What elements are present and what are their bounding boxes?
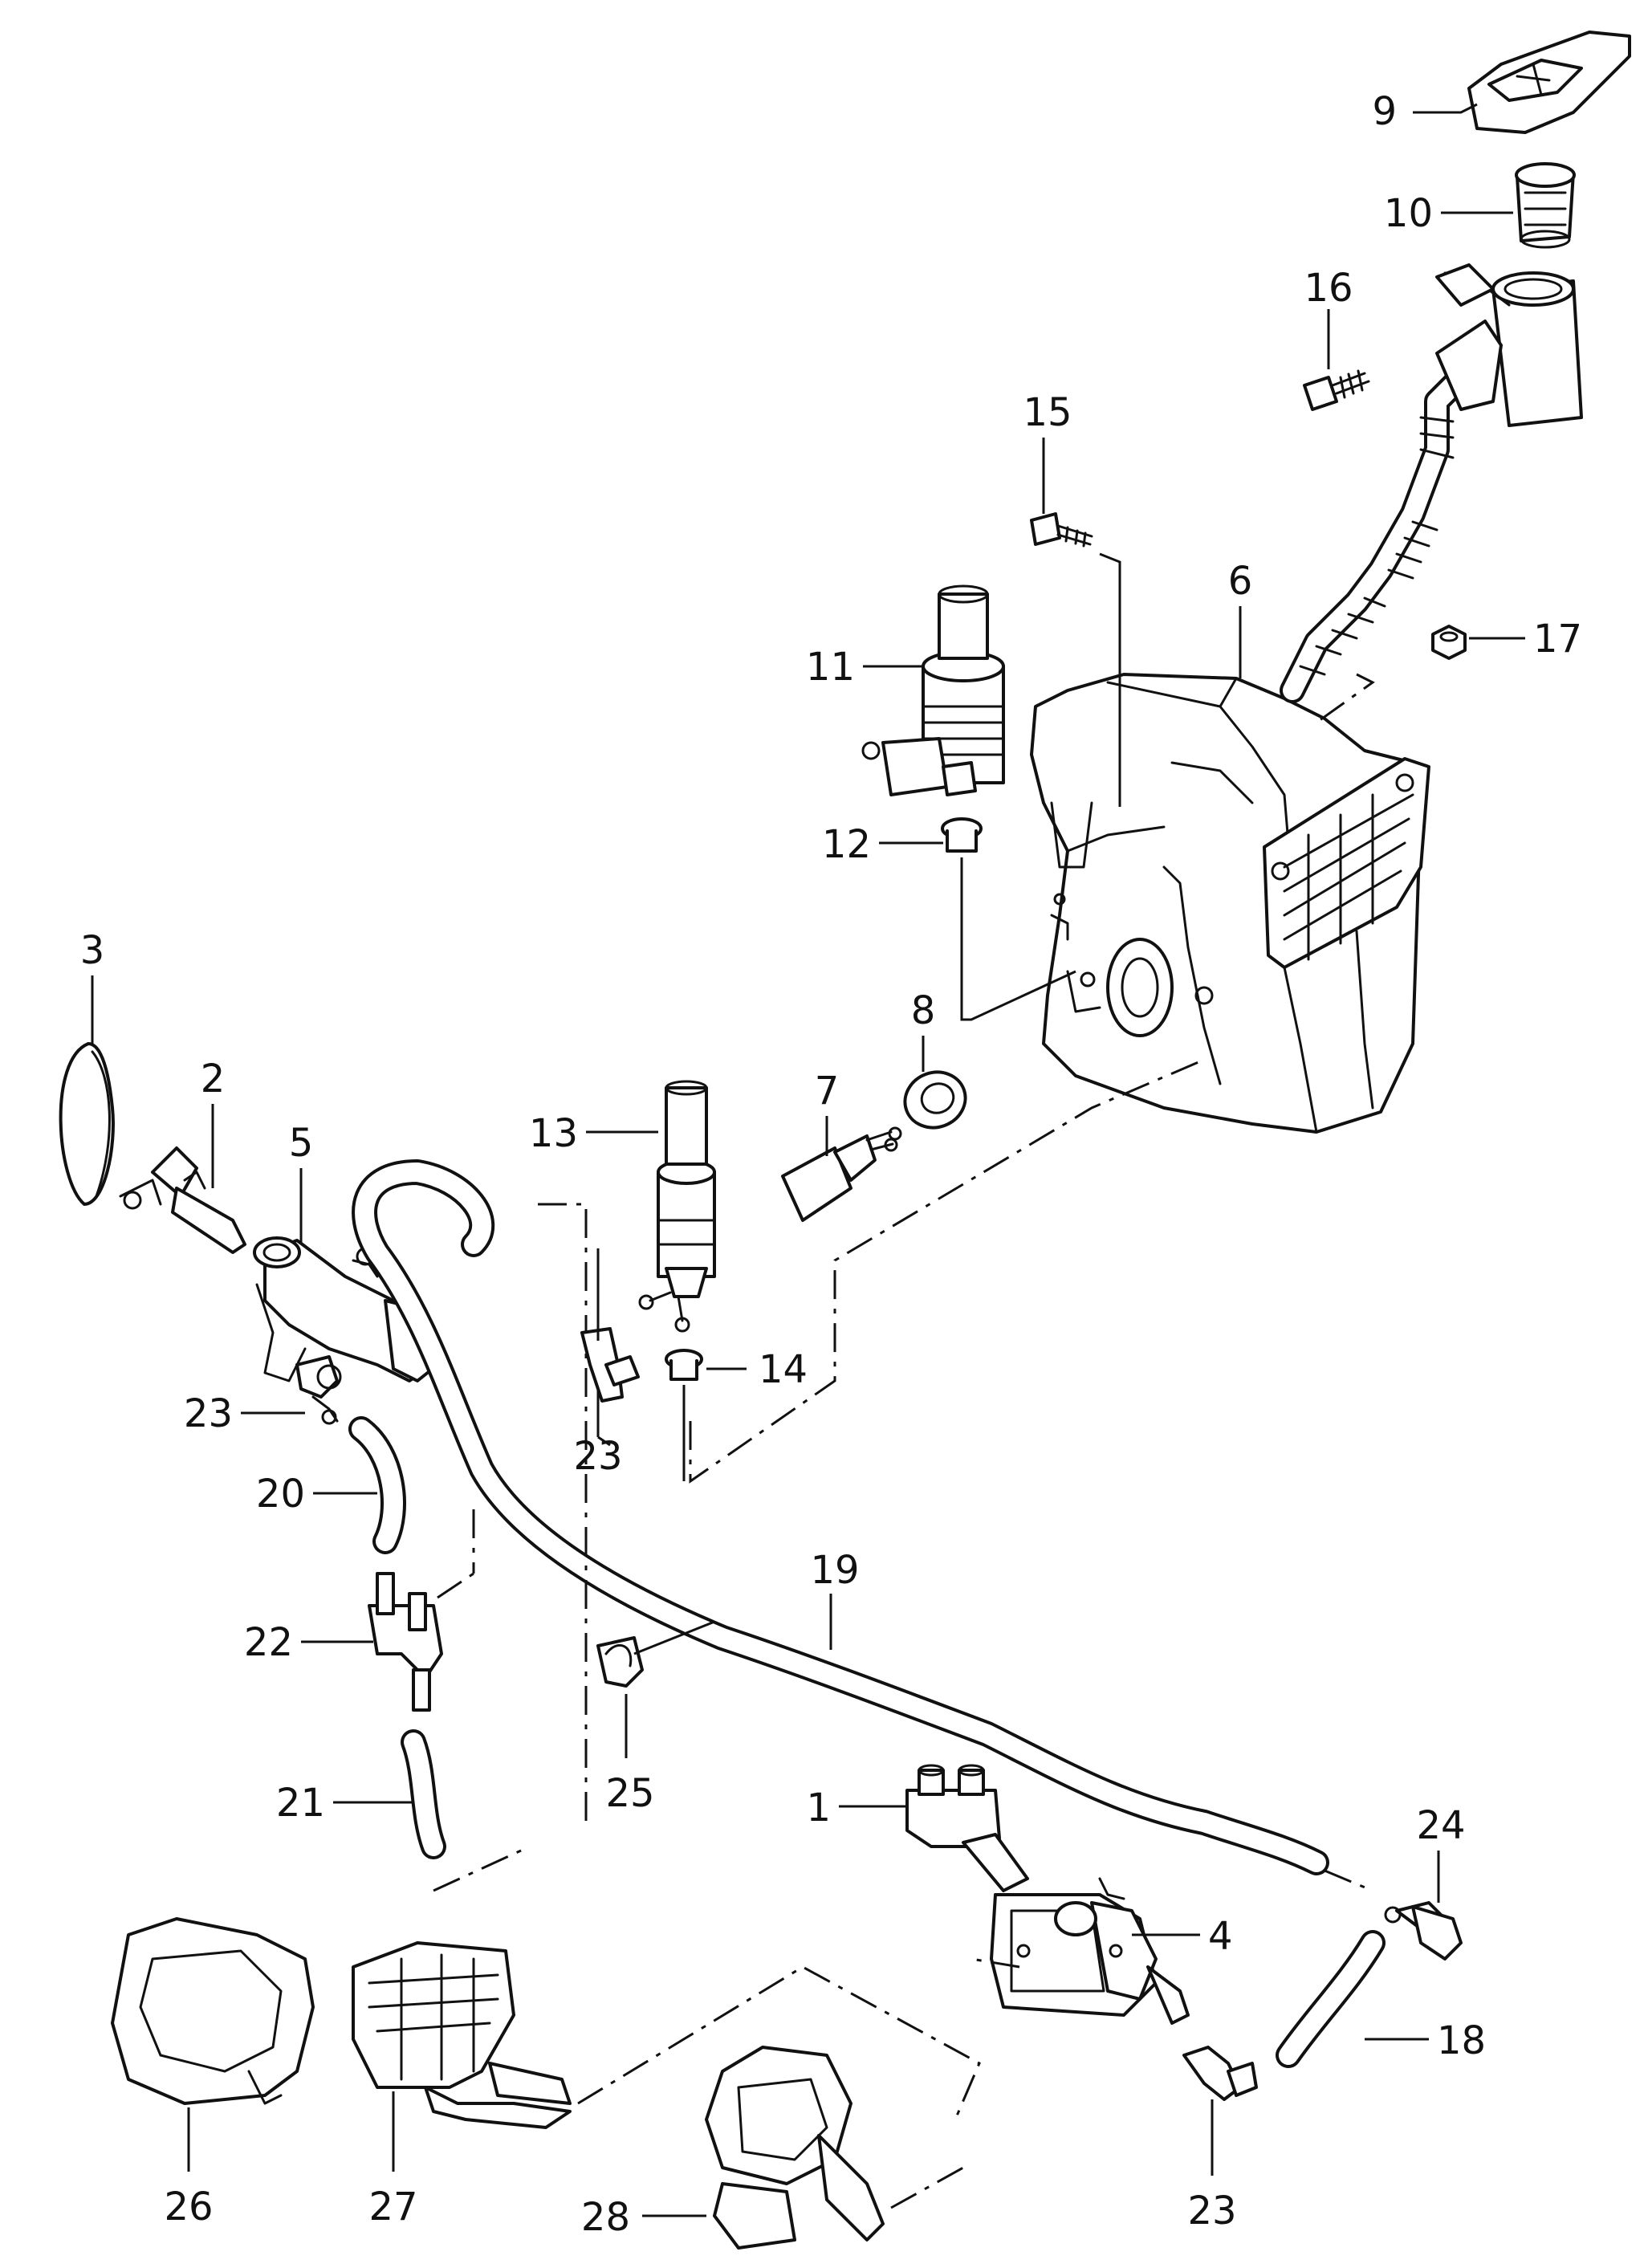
callout-18: 18 [1437, 2018, 1486, 2063]
callout-1: 1 [806, 1785, 831, 1830]
callout-6: 6 [1228, 559, 1253, 604]
strainer-part [1515, 162, 1576, 249]
bracket-27-part [352, 1941, 572, 2129]
callout-27: 27 [368, 2185, 417, 2229]
hose-21-part [401, 1729, 446, 1859]
hose-18-part [1276, 1930, 1386, 2068]
level-sensor-7-part [781, 1126, 902, 1222]
elbow-connector-23-right-part [1182, 2046, 1258, 2101]
elbow-connector-23-left-part [311, 1395, 339, 1425]
screw-16-part [1303, 369, 1370, 411]
nut-17-part [1431, 625, 1467, 660]
callout-23-middle: 23 [573, 1434, 622, 1479]
callout-5: 5 [289, 1121, 314, 1166]
callout-23-right: 23 [1187, 2189, 1236, 2233]
seal-ring-8-part [903, 1070, 967, 1130]
callout-9: 9 [1372, 89, 1397, 134]
callout-26: 26 [164, 2185, 213, 2229]
filler-neck-hose-part [1280, 263, 1583, 703]
long-hose-19-part [352, 1159, 1329, 1875]
distributor-valve-1-part [905, 1764, 1029, 1892]
callout-20: 20 [256, 1472, 305, 1517]
callout-24: 24 [1416, 1803, 1465, 1848]
callout-15: 15 [1023, 390, 1072, 435]
callout-13: 13 [529, 1111, 578, 1156]
callout-2: 2 [201, 1057, 226, 1101]
callout-8: 8 [911, 988, 936, 1033]
filler-cap-part [1467, 31, 1631, 134]
bezel-26-part [111, 1917, 315, 2105]
callout-10: 10 [1384, 191, 1433, 236]
callout-25: 25 [605, 1771, 654, 1816]
screw-15-part [1030, 512, 1093, 548]
callout-7: 7 [815, 1069, 840, 1114]
callout-14: 14 [759, 1347, 808, 1392]
callout-labels: 9 10 16 15 6 17 11 12 8 7 13 14 3 2 5 23… [80, 89, 1582, 2240]
elbow-connector-24-part [1384, 1901, 1463, 1961]
t-connector-22-part [368, 1572, 443, 1712]
callout-12: 12 [822, 822, 871, 867]
bracket-28-part [705, 2046, 885, 2250]
callout-19: 19 [810, 1548, 859, 1593]
callout-28: 28 [581, 2195, 630, 2240]
washer-pump-11-part [861, 584, 1005, 796]
callout-3: 3 [80, 928, 105, 973]
callout-4: 4 [1208, 1914, 1233, 1959]
washer-reservoir-part [1030, 673, 1430, 1134]
grommet-14-part [665, 1349, 703, 1381]
nozzle-2-part [119, 1146, 246, 1254]
telescopic-cylinder-4-part [990, 1877, 1190, 2025]
leader-lines [91, 103, 1525, 2217]
callout-21: 21 [276, 1781, 325, 1826]
callout-22: 22 [244, 1620, 293, 1665]
hose-20-part [348, 1416, 406, 1554]
callout-16: 16 [1304, 266, 1353, 311]
assembly-dash-lines [433, 673, 1375, 2209]
cover-cap-3-part [59, 1042, 115, 1206]
washer-pump-13-part [638, 1080, 716, 1333]
callout-11: 11 [806, 645, 855, 690]
callout-17: 17 [1533, 617, 1582, 662]
hose-clip-25-part [596, 1636, 644, 1688]
callout-23-left: 23 [184, 1391, 233, 1436]
telescopic-cylinder-5-part [253, 1236, 439, 1399]
grommet-12-part [941, 817, 983, 853]
